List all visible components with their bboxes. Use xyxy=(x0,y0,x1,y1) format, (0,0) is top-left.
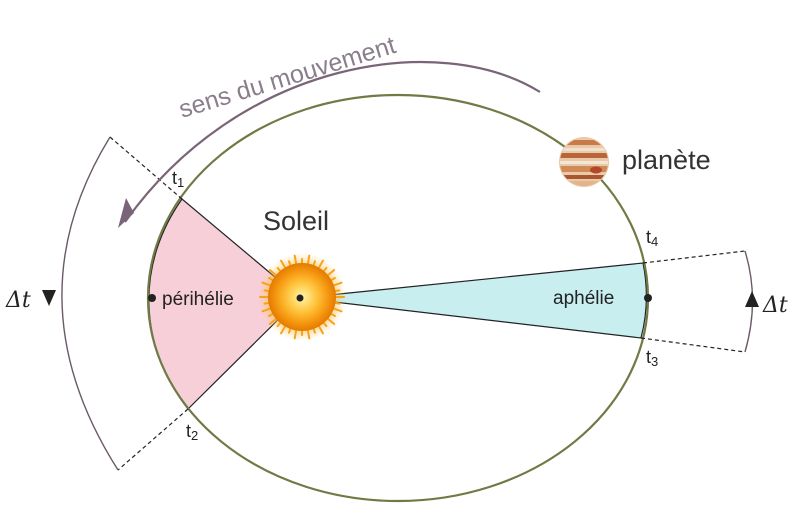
sun-ray xyxy=(317,324,324,335)
aphelion-label: aphélie xyxy=(553,288,614,309)
planet-icon xyxy=(559,137,609,187)
time-label-t3: t3 xyxy=(646,347,658,369)
perihelion-dot xyxy=(148,294,156,302)
time-label-t4: t4 xyxy=(646,227,658,249)
sun-ray xyxy=(326,269,336,277)
dashed-line-t4 xyxy=(642,250,746,264)
sun-ray xyxy=(306,254,311,266)
sun-ray xyxy=(306,328,311,340)
sun-ray xyxy=(317,259,324,270)
sun-ray xyxy=(261,307,272,313)
delta-right-arrow-icon xyxy=(745,291,759,307)
sun-ray xyxy=(280,324,287,335)
aphelion-dot xyxy=(644,294,652,302)
motion-label: sens du mouvement xyxy=(176,31,400,124)
delta-right-label: Δt xyxy=(762,293,788,318)
dashed-line-t2 xyxy=(117,408,189,471)
perihelion-label: périhélie xyxy=(162,289,234,310)
sun-ray xyxy=(326,317,336,325)
sun-ray xyxy=(261,281,272,287)
planet-label: planète xyxy=(622,145,711,175)
dashed-line-t1 xyxy=(109,136,183,200)
sun-ray xyxy=(268,317,278,325)
sun-label: Soleil xyxy=(263,206,329,236)
sun-focus-dot xyxy=(296,294,304,302)
delta-left-arc xyxy=(61,136,119,471)
sun-ray xyxy=(293,328,298,340)
sun-ray xyxy=(332,307,343,313)
sun-ray xyxy=(268,269,278,277)
time-label-t1: t1 xyxy=(172,168,184,190)
delta-left-label: Δt xyxy=(5,288,31,313)
sun-ray xyxy=(332,281,343,287)
sun-ray xyxy=(280,259,287,270)
delta-left-arrow-icon xyxy=(42,290,56,306)
time-label-t2: t2 xyxy=(186,421,198,443)
sun-ray xyxy=(293,254,298,266)
dashed-line-t3 xyxy=(640,337,746,353)
motion-arrow-head-icon xyxy=(118,198,134,228)
motion-arrow-arc xyxy=(124,60,541,223)
